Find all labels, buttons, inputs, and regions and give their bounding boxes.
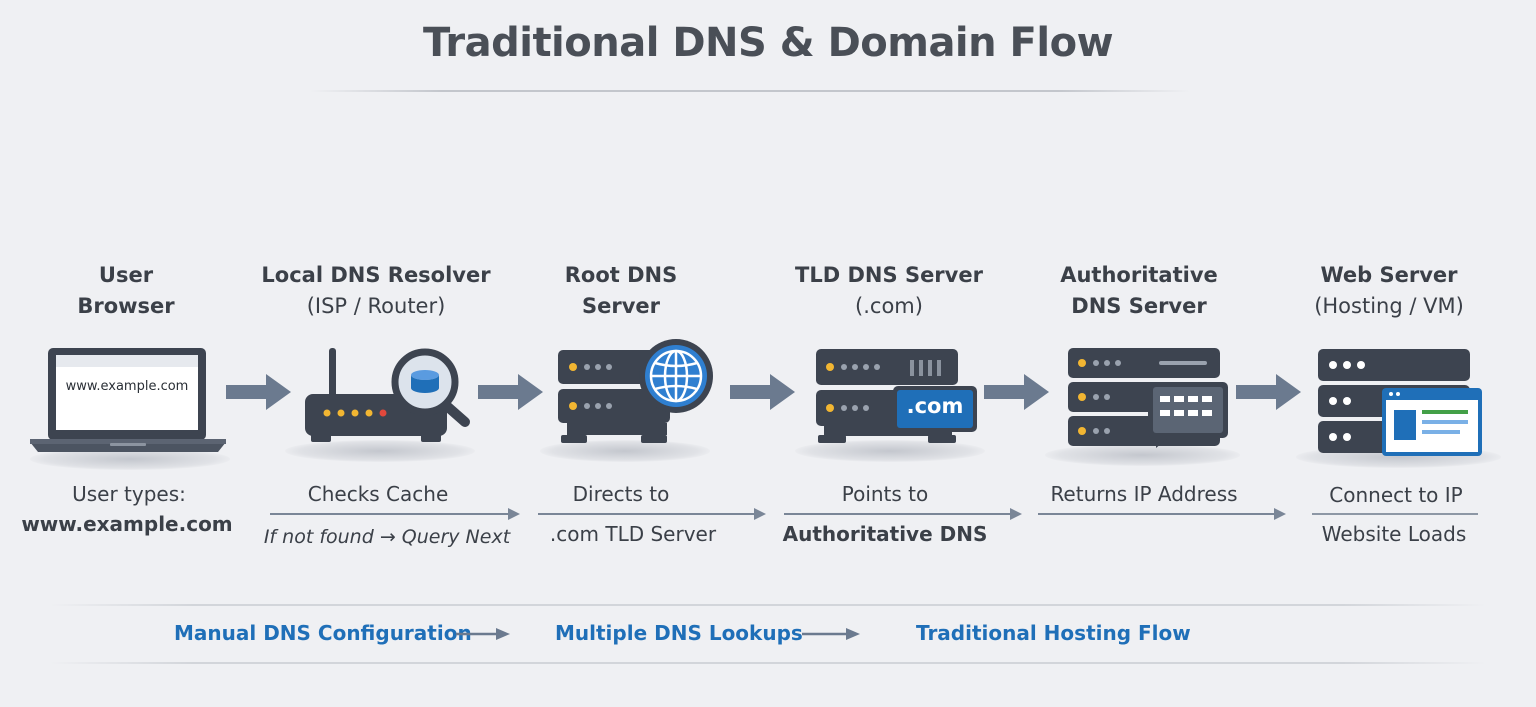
step-6-caption-2: Website Loads bbox=[1321, 522, 1467, 546]
step-5-line1: Authoritative bbox=[1060, 263, 1218, 287]
step-3-caption-2: .com TLD Server bbox=[549, 522, 717, 546]
step-3-caption-1: Directs to bbox=[572, 482, 670, 506]
step-6-caption-1: Connect to IP bbox=[1329, 483, 1463, 507]
step-web-server-heading: Web Server (Hosting / VM) bbox=[1269, 260, 1509, 322]
tld-server-shadow bbox=[795, 440, 985, 462]
caption-arrow-2 bbox=[538, 508, 766, 520]
flow-arrow-5 bbox=[1236, 374, 1301, 410]
step-6-line1: Web Server bbox=[1320, 263, 1458, 287]
step-6-caption-divider bbox=[1312, 513, 1478, 515]
step-4-caption-2: Authoritative DNS bbox=[782, 522, 988, 546]
step-tld-dns-heading: TLD DNS Server (.com) bbox=[769, 260, 1009, 322]
step-6-line2: (Hosting / VM) bbox=[1314, 294, 1464, 318]
step-local-resolver-heading: Local DNS Resolver (ISP / Router) bbox=[256, 260, 496, 322]
step-1-caption-2: www.example.com bbox=[21, 512, 233, 536]
footer-divider-top bbox=[50, 604, 1486, 606]
step-1-line2: Browser bbox=[77, 294, 175, 318]
step-3-line2: Server bbox=[581, 294, 660, 318]
auth-server-shadow bbox=[1045, 444, 1240, 466]
footer-arrow-2 bbox=[802, 628, 860, 640]
step-1-line1: User bbox=[98, 263, 154, 287]
footer-manual-dns: Manual DNS Configuration bbox=[174, 621, 472, 645]
tld-server-icon bbox=[816, 349, 977, 443]
footer-multiple-lookups: Multiple DNS Lookups bbox=[555, 621, 803, 645]
caption-arrow-3 bbox=[784, 508, 1022, 520]
web-server-icon bbox=[1318, 349, 1482, 456]
caption-arrow-1 bbox=[270, 508, 520, 520]
globe-server-icon bbox=[558, 339, 713, 443]
step-2-caption-2: If not found → Query Next bbox=[263, 526, 511, 548]
caption-arrow-4 bbox=[1038, 508, 1286, 520]
step-5-caption-1: Returns IP Address bbox=[1050, 482, 1238, 506]
step-user-browser-heading: User Browser bbox=[6, 260, 246, 322]
router-shadow bbox=[285, 440, 475, 462]
step-4-line2: (.com) bbox=[855, 294, 923, 318]
step-1-caption-1: User types: bbox=[72, 482, 186, 506]
step-3-line1: Root DNS bbox=[564, 263, 678, 287]
step-4-caption-1: Points to bbox=[841, 482, 929, 506]
title-divider bbox=[310, 90, 1190, 92]
step-4-line1: TLD DNS Server bbox=[795, 263, 983, 287]
footer-divider-bottom bbox=[50, 662, 1486, 664]
step-2-line2: (ISP / Router) bbox=[306, 294, 446, 318]
step-2-caption-1: Checks Cache bbox=[307, 482, 449, 506]
laptop-screen-url: www.example.com bbox=[66, 379, 189, 394]
root-server-shadow bbox=[540, 440, 710, 462]
authoritative-server-icon bbox=[1068, 348, 1228, 448]
step-root-dns-heading: Root DNS Server bbox=[501, 260, 741, 322]
footer-arrow-1 bbox=[456, 628, 510, 640]
flow-arrow-2 bbox=[478, 374, 543, 410]
flow-arrow-1 bbox=[226, 374, 291, 410]
step-authoritative-heading: Authoritative DNS Server bbox=[1019, 260, 1259, 322]
footer-traditional-hosting: Traditional Hosting Flow bbox=[916, 621, 1191, 645]
router-search-icon bbox=[305, 348, 470, 442]
tld-badge-label: .com bbox=[906, 394, 964, 418]
step-2-line1: Local DNS Resolver bbox=[261, 263, 491, 287]
laptop-icon: www.example.com bbox=[30, 348, 226, 452]
diagram-title: Traditional DNS & Domain Flow bbox=[422, 20, 1114, 66]
laptop-shadow bbox=[30, 448, 230, 470]
flow-arrow-3 bbox=[730, 374, 795, 410]
flow-arrow-4 bbox=[984, 374, 1049, 410]
step-5-line2: DNS Server bbox=[1071, 294, 1207, 318]
